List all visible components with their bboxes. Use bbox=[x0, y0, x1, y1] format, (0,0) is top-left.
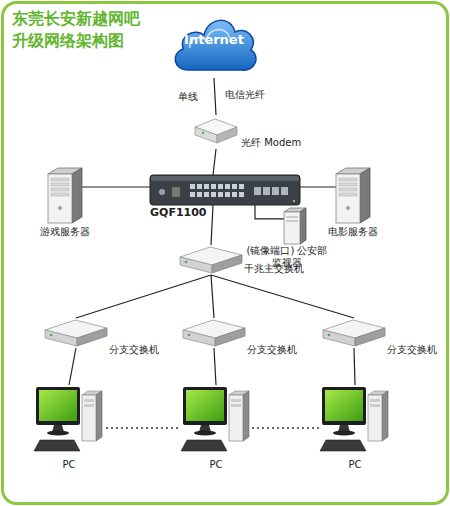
node-label: 光纤 Modem bbox=[241, 137, 301, 149]
server-icon bbox=[48, 168, 82, 223]
smallserver-icon bbox=[284, 208, 306, 244]
switch-icon bbox=[183, 318, 245, 348]
switch-icon bbox=[45, 318, 107, 348]
router-device: GQF1100 bbox=[150, 175, 300, 205]
switch-icon bbox=[323, 318, 385, 348]
network-link bbox=[214, 348, 216, 385]
node-label: PC bbox=[183, 459, 249, 471]
branch-switch: 分支交换机 bbox=[183, 318, 245, 348]
dotted-line bbox=[106, 427, 180, 429]
server-icon bbox=[336, 168, 370, 223]
node-label: 千兆主交换机 bbox=[244, 263, 304, 275]
node-label: 游戏服务器 bbox=[28, 226, 102, 238]
router-icon bbox=[150, 175, 300, 205]
internet-cloud: Internet bbox=[168, 8, 260, 78]
monitor-server: (镜像端口) 公安部监视器 bbox=[284, 208, 306, 244]
network-link bbox=[76, 275, 211, 318]
game-server: 游戏服务器 bbox=[48, 168, 82, 223]
network-link bbox=[82, 186, 150, 187]
node-label: GQF1100 bbox=[150, 207, 207, 219]
frame-border bbox=[3, 3, 448, 504]
dotted-line bbox=[252, 427, 319, 429]
network-link bbox=[211, 275, 354, 318]
network-link bbox=[211, 205, 213, 245]
branch-switch: 分支交换机 bbox=[45, 318, 107, 348]
node-label: PC bbox=[36, 459, 102, 471]
diagram-title: 东莞长安新越网吧 升级网络架构图 bbox=[12, 8, 144, 52]
pc-workstation: PC bbox=[183, 385, 249, 453]
network-link bbox=[69, 348, 76, 385]
pc-icon bbox=[183, 385, 249, 453]
node-label: 分支交换机 bbox=[247, 344, 297, 356]
node-label: Internet bbox=[168, 34, 260, 46]
network-link bbox=[255, 205, 284, 219]
node-label: 电影服务器 bbox=[316, 226, 390, 238]
node-label: 分支交换机 bbox=[109, 344, 159, 356]
network-link bbox=[213, 149, 216, 175]
pc-workstation: PC bbox=[322, 385, 388, 453]
node-label: 分支交换机 bbox=[387, 344, 437, 356]
link-label: 电信光纤 bbox=[225, 89, 265, 101]
pc-workstation: PC bbox=[36, 385, 102, 453]
network-link bbox=[354, 348, 355, 385]
branch-switch: 分支交换机 bbox=[323, 318, 385, 348]
switch-icon bbox=[180, 245, 242, 275]
modem-icon bbox=[195, 115, 237, 149]
wire-label: 单线 bbox=[178, 91, 198, 103]
network-link bbox=[300, 186, 336, 187]
main-switch: 千兆主交换机 bbox=[180, 245, 242, 275]
pc-icon bbox=[36, 385, 102, 453]
pc-icon bbox=[322, 385, 388, 453]
movie-server: 电影服务器 bbox=[336, 168, 370, 223]
modem-box: 光纤 Modem bbox=[195, 115, 237, 149]
network-link bbox=[214, 78, 216, 115]
network-link bbox=[211, 275, 214, 318]
node-label: PC bbox=[322, 459, 388, 471]
